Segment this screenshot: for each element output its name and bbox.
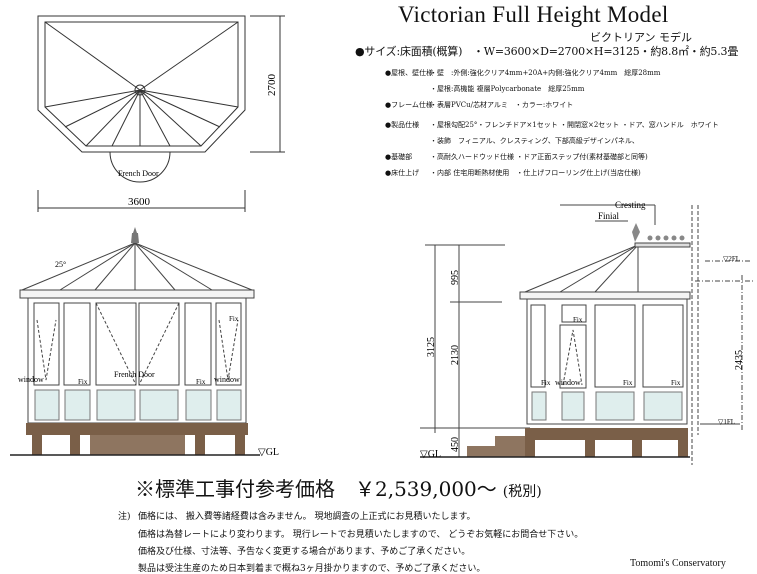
price-tax-note: (税別)	[502, 484, 542, 500]
spec-value: ・装飾 フィニアル、クレスティング、下部高級デザインパネル、	[430, 137, 639, 145]
plan-outline	[37, 15, 246, 153]
window-label-right: window	[214, 375, 240, 384]
page-title: Victorian Full Height Model	[398, 2, 669, 27]
spec-label: ●フレーム仕様	[385, 101, 433, 109]
spec-row: ●床仕上げ ・内部 住宅用断熱材使用 ・仕上げフローリング仕上げ(当店仕様)	[385, 168, 755, 180]
spec-row: ・装飾 フィニアル、クレスティング、下部高級デザインパネル、	[385, 136, 755, 148]
step	[467, 446, 525, 457]
spec-label: ●床仕上げ	[385, 169, 420, 177]
plan-door-label: French Door	[118, 169, 159, 178]
fix-label: Fix	[671, 379, 681, 387]
dim-base: 450	[450, 437, 461, 452]
second-floor-level: ▽2FL	[723, 255, 740, 263]
side-elevation-drawing: Cresting Finial 995 3125 2130 450 2435 ▽…	[420, 200, 755, 465]
spec-value: ・表層PVCu/芯材アルミ ・カラー:ホワイト	[430, 101, 574, 109]
ground-level-label: ▽GL	[258, 447, 279, 458]
fix-label: Fix	[196, 378, 206, 386]
first-floor-level: ▽1FL	[718, 418, 735, 426]
spec-label: ●屋根、壁仕様	[385, 69, 434, 77]
note-line: 製品は受注生産のため日本到着まで概ね3ヶ月掛かりますので、予めご了承ください。	[138, 564, 486, 574]
spec-row: ●フレーム仕様・表層PVCu/芯材アルミ ・カラー:ホワイト	[385, 100, 755, 112]
note-line: 価格及び仕様、寸法等、予告なく変更する場合があります、予めご了承ください。	[138, 547, 471, 557]
page-subtitle: ビクトリアン モデル	[590, 31, 693, 44]
finial-icon	[632, 223, 640, 242]
spec-value: ・高耐久ハードウッド仕様 ・ドア正面ステップ付(素材基礎部と同等)	[430, 153, 648, 161]
dim-right: 2435	[734, 350, 745, 370]
note-line: 価格は為替レートにより変わります。 現行レートでお見積いたしますので、 どうぞお…	[138, 530, 584, 540]
front-elevation-drawing: 25° window window French Door Fix Fix Fi…	[10, 227, 279, 458]
plan-inner-outline	[44, 21, 239, 147]
ground-level-label: ▽GL	[420, 449, 441, 460]
spec-row: ●屋根、壁仕様・壁 :外側:強化クリア4mm+20A+内側:強化クリア4mm 総…	[385, 68, 755, 80]
spec-label: ●基礎部	[385, 153, 413, 161]
window-label: window	[555, 378, 581, 387]
spec-row: ●製品仕様 ・屋根勾配25°・フレンチドア×1セット ・開閉窓×2セット ・ドア、…	[385, 120, 755, 132]
spec-value: ・屋根勾配25°・フレンチドア×1セット ・開閉窓×2セット ・ドア、窓ハンドル…	[430, 121, 719, 129]
dim-total: 3125	[426, 337, 437, 357]
plan-depth-dim: 2700	[266, 74, 278, 97]
price-text: ※標準工事付参考価格 ￥2,539,000～	[135, 477, 497, 501]
fix-label: Fix	[78, 378, 88, 386]
spec-row: ・屋根:高機能 複層Polycarbonate 総厚25mm	[385, 84, 755, 96]
cresting-label: Cresting	[615, 200, 646, 210]
wood-base	[525, 428, 688, 440]
spec-row: ●基礎部 ・高耐久ハードウッド仕様 ・ドア正面ステップ付(素材基礎部と同等)	[385, 152, 755, 164]
dim-wall: 2130	[450, 345, 461, 365]
fix-label: Fix	[573, 316, 583, 324]
spec-label: ●製品仕様	[385, 121, 420, 129]
company-credit: Tomomi's Conservatory	[630, 558, 726, 569]
fix-label: Fix	[623, 379, 633, 387]
finial-icon	[131, 227, 139, 243]
size-spec: ●サイズ:床面積(概算) ・W=3600×D=2700×H=3125・約8.8㎡…	[355, 45, 739, 58]
spec-value: ・壁 :外側:強化クリア4mm+20A+内側:強化クリア4mm 総厚28mm	[430, 69, 661, 77]
fix-label: Fix	[229, 315, 239, 323]
dim-roof: 995	[450, 270, 461, 285]
wood-base	[26, 423, 248, 435]
step	[495, 436, 525, 446]
plan-view-drawing: French Door 3600 2700	[37, 15, 285, 212]
spec-value: ・内部 住宅用断熱材使用 ・仕上げフローリング仕上げ(当店仕様)	[430, 169, 641, 177]
reference-price: ※標準工事付参考価格 ￥2,539,000～ (税別)	[135, 473, 542, 502]
plan-width-dim: 3600	[128, 196, 151, 208]
finial-label: Finial	[598, 211, 620, 221]
fix-label: Fix	[541, 379, 551, 387]
notes-prefix: 注)	[118, 512, 131, 522]
roof-angle-label: 25°	[55, 260, 66, 269]
note-line: 価格には、 搬入費等諸経費は含みません。 現地調査の上正式にお見積いたします。	[138, 512, 476, 522]
spec-value: ・屋根:高機能 複層Polycarbonate 総厚25mm	[430, 85, 585, 93]
front-door-label: French Door	[114, 370, 155, 379]
window-label-left: window	[18, 375, 44, 384]
